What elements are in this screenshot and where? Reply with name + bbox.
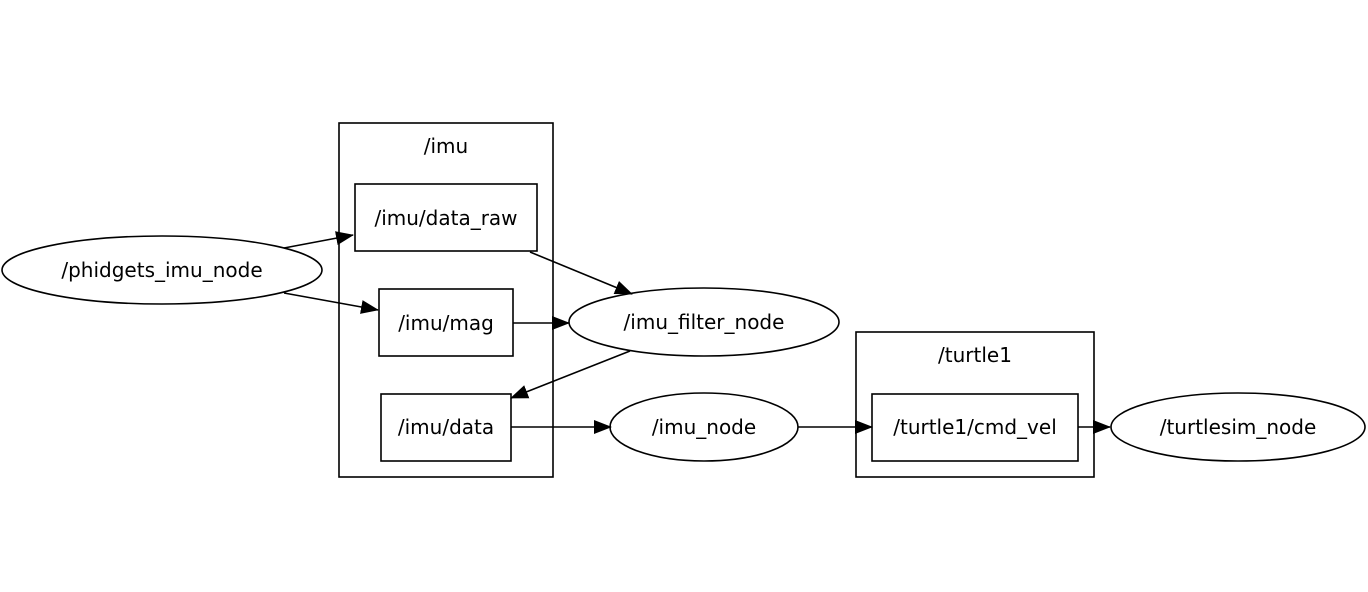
edge-filter-to-data — [510, 350, 631, 399]
topic-imu-mag[interactable]: /imu/mag — [378, 288, 514, 357]
node-imu-filter-node[interactable]: /imu_filter_node — [568, 287, 840, 357]
node-turtlesim-node-label: /turtlesim_node — [1160, 415, 1317, 439]
edge-phidgets-to-mag — [283, 292, 379, 314]
node-turtlesim-node[interactable]: /turtlesim_node — [1110, 392, 1366, 462]
topic-imu-data-label: /imu/data — [398, 415, 494, 439]
edge-phidgets-to-data-raw — [283, 231, 354, 249]
topic-turtle1-cmd-vel[interactable]: /turtle1/cmd_vel — [871, 393, 1079, 462]
node-imu-filter-node-label: /imu_filter_node — [624, 310, 785, 334]
edges — [283, 231, 1111, 434]
topic-imu-mag-label: /imu/mag — [398, 311, 494, 335]
node-phidgets-imu-node-label: /phidgets_imu_node — [61, 258, 262, 282]
cluster-turtle1[interactable]: /turtle1 — [855, 331, 1095, 478]
node-imu-node[interactable]: /imu_node — [609, 392, 799, 462]
topic-imu-data-raw-label: /imu/data_raw — [374, 206, 517, 230]
topic-imu-data[interactable]: /imu/data — [380, 393, 512, 462]
topic-imu-data-raw[interactable]: /imu/data_raw — [354, 183, 538, 252]
node-phidgets-imu-node[interactable]: /phidgets_imu_node — [1, 235, 323, 305]
cluster-imu-label: /imu — [424, 134, 468, 158]
edge-data-raw-to-filter — [529, 251, 633, 295]
node-imu-node-label: /imu_node — [652, 415, 756, 439]
topic-turtle1-cmd-vel-label: /turtle1/cmd_vel — [893, 415, 1057, 439]
cluster-turtle1-label: /turtle1 — [938, 343, 1012, 367]
cluster-imu[interactable]: /imu — [338, 122, 554, 478]
